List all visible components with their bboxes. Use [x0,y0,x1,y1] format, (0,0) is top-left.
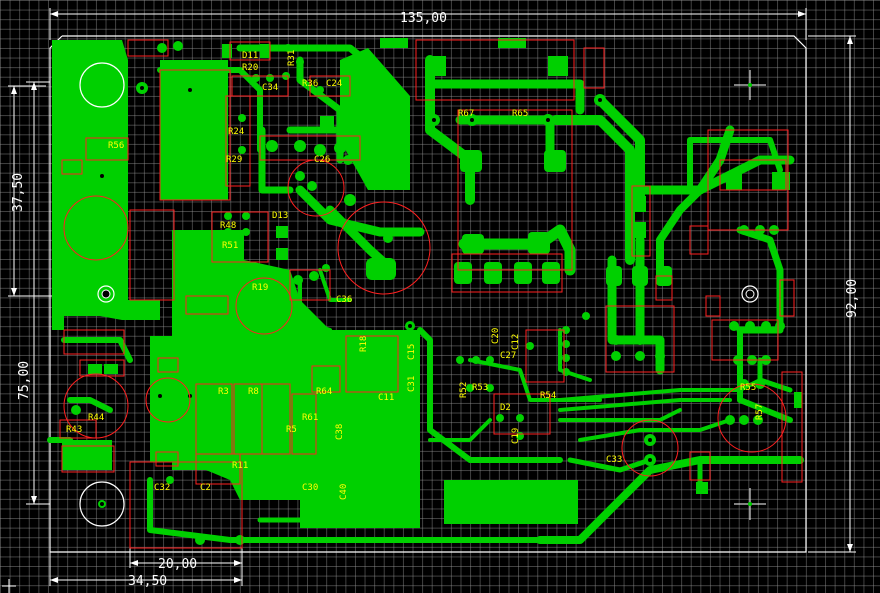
label-c27: C27 [500,351,516,361]
label-r43: R43 [66,425,82,435]
label-r8: R8 [248,387,259,397]
label-c33: C33 [606,455,622,465]
label-r18: R18 [359,336,369,352]
label-c24: C24 [326,79,342,89]
dimension-labels: 135,00 92,00 75,00 37,50 20,00 34,50 [11,11,860,589]
label-r65: R65 [512,109,528,119]
label-r20: R20 [242,63,258,73]
label-r51: R51 [222,241,238,251]
label-r57: R57 [755,404,765,420]
label-r53: R53 [472,383,488,393]
label-c30: C30 [302,483,318,493]
label-r3: R3 [218,387,229,397]
label-r36: R36 [302,79,318,89]
dim-height-right: 92,00 [845,279,860,318]
label-r48: R48 [220,221,236,231]
designators: D11 R20 C34 R31 R36 C24 R24 R29 R56 C26 … [66,50,765,500]
label-r31: R31 [287,50,297,66]
dim-bottom-inner: 20,00 [158,557,197,572]
dim-left-outer: 75,00 [17,361,32,400]
label-c2: C2 [200,483,211,493]
label-r56: R56 [108,141,124,151]
label-r64: R64 [316,387,332,397]
label-c20: C20 [491,328,501,344]
label-c38: C38 [335,424,345,440]
label-c26: C26 [314,155,330,165]
dim-bottom-outer: 34,50 [128,574,167,589]
label-c36: C36 [336,295,352,305]
label-d13: D13 [272,211,288,221]
board-outline [49,35,807,553]
label-r44: R44 [88,413,104,423]
label-r5: R5 [286,425,297,435]
label-c12: C12 [511,334,521,350]
label-d2: D2 [500,403,511,413]
label-r11: R11 [232,461,248,471]
label-r24: R24 [228,127,244,137]
label-c15: C15 [407,344,417,360]
label-r55: R55 [740,383,756,393]
label-c40: C40 [339,484,349,500]
label-r54: R54 [540,391,556,401]
label-r19: R19 [252,283,268,293]
label-r29: R29 [226,155,242,165]
mounting-holes [79,62,766,527]
label-c11: C11 [378,393,394,403]
label-r52: R52 [459,382,469,398]
label-c31: C31 [407,376,417,392]
label-c32: C32 [154,483,170,493]
label-r67: R67 [458,109,474,119]
label-c19: C19 [511,428,521,444]
label-r61: R61 [302,413,318,423]
dim-width-top: 135,00 [400,11,447,26]
label-d11: D11 [242,51,258,61]
label-c34: C34 [262,83,278,93]
dim-left-inner: 37,50 [11,173,26,212]
silkscreen [59,39,803,549]
